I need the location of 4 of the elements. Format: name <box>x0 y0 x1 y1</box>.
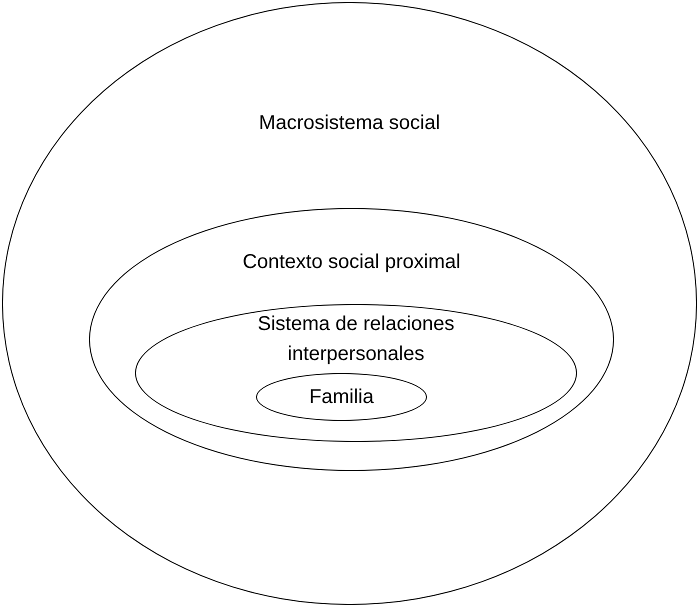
region-label: Familia <box>308 385 375 410</box>
region-label: Sistema de relaciones interpersonales <box>256 312 456 367</box>
region-label: Contexto social proximal <box>242 250 462 275</box>
region-label: Macrosistema social <box>258 111 442 136</box>
